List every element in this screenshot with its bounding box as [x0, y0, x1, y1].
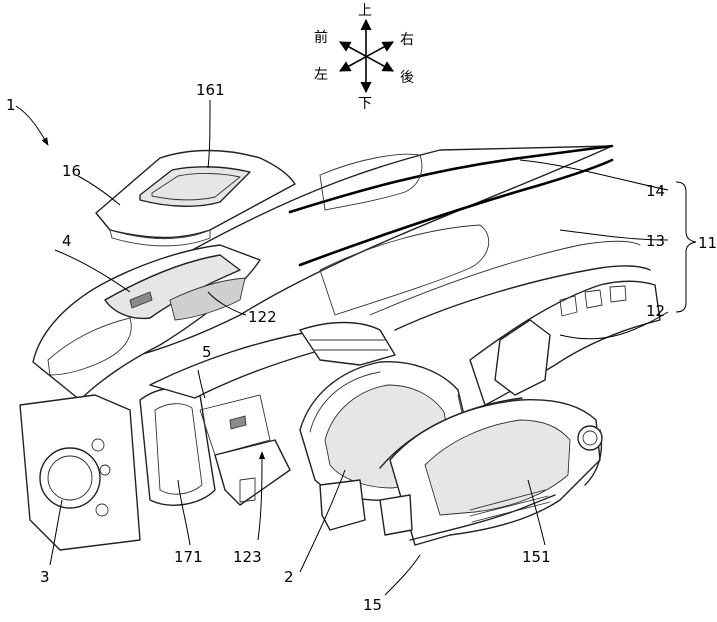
cluster-grille	[469, 489, 551, 523]
panel-top-edge-2	[298, 158, 614, 267]
label-14: 14	[646, 182, 665, 200]
bracket-hole-small-1	[91, 438, 105, 452]
leader-14	[519, 159, 669, 191]
dir-left: 左	[314, 67, 328, 83]
panel-13-edge	[394, 265, 651, 331]
label-16: 16	[62, 162, 81, 180]
leader-2	[299, 469, 346, 573]
opening-122	[169, 277, 246, 321]
housing-lip	[109, 229, 211, 247]
axis-left-right	[339, 41, 394, 72]
side-duct-171	[139, 387, 216, 506]
leader-13	[559, 229, 669, 241]
label-1: 1	[6, 96, 16, 114]
reference-labels: 1 161 16 14 13 11 4 122 12 5 3 171 123 2…	[6, 81, 717, 614]
label-171: 171	[174, 548, 203, 566]
leader-122	[207, 291, 247, 316]
head-up-opening-inner	[151, 173, 241, 201]
leader-lines	[15, 99, 669, 596]
bracket-hole-inner	[47, 455, 93, 501]
right-panel-slots	[559, 285, 627, 317]
leader-12	[559, 311, 669, 340]
bracket-hole-small-3	[95, 503, 109, 517]
label-12: 12	[646, 302, 665, 320]
direction-indicator: 上 下 前 右 左 後	[314, 3, 414, 112]
leader-3	[49, 499, 63, 566]
label-11: 11	[698, 234, 717, 252]
dir-down: 下	[358, 96, 372, 112]
instrument-panel-drawing	[19, 144, 661, 551]
side-duct-inner	[154, 403, 203, 495]
leader-151	[527, 479, 546, 546]
cluster-opening-151	[424, 419, 571, 516]
hatch-dark-1	[129, 291, 153, 309]
knob-right-inner	[582, 430, 598, 446]
label-5: 5	[202, 343, 212, 361]
label-123: 123	[233, 548, 262, 566]
dir-up: 上	[358, 3, 372, 19]
panel-13-surface	[369, 240, 641, 316]
lower-mount	[239, 477, 256, 503]
dir-right: 右	[400, 32, 414, 48]
lower-bracket-center	[319, 479, 366, 531]
leader-1	[15, 105, 49, 146]
dir-front: 前	[314, 29, 328, 46]
right-bracket-12	[494, 319, 551, 396]
panel-top-edge	[288, 144, 614, 214]
left-vent-opening	[47, 317, 132, 376]
cross-member-detail	[199, 394, 271, 456]
head-up-opening-161	[139, 166, 251, 207]
label-15: 15	[363, 596, 382, 614]
center-frame-ribs	[309, 339, 389, 351]
label-122: 122	[248, 308, 277, 326]
dir-rear: 後	[400, 70, 414, 86]
brace-11	[675, 181, 697, 313]
knob-right	[577, 425, 603, 451]
leader-16	[77, 175, 121, 206]
label-161: 161	[196, 81, 225, 99]
leader-171	[177, 479, 191, 546]
hatch-dark-2	[229, 415, 247, 430]
leader-161	[207, 99, 211, 169]
window-opening-lower	[319, 224, 490, 316]
center-frame	[299, 321, 396, 366]
label-2: 2	[284, 568, 294, 586]
center-bracket-123	[214, 439, 291, 506]
bracket-hole-large	[39, 447, 101, 509]
leader-15	[384, 554, 421, 596]
label-3: 3	[40, 568, 50, 586]
label-151: 151	[522, 548, 551, 566]
label-13: 13	[646, 232, 665, 250]
leader-5	[197, 369, 206, 399]
right-panel-structure	[469, 280, 661, 406]
label-4: 4	[62, 232, 72, 250]
lower-bracket-right	[379, 494, 413, 536]
window-opening-upper	[319, 153, 423, 211]
bracket-hole-small-2	[99, 464, 111, 476]
leader-4	[54, 249, 131, 293]
cluster-lower-edge	[409, 494, 556, 541]
leader-123	[257, 451, 266, 541]
